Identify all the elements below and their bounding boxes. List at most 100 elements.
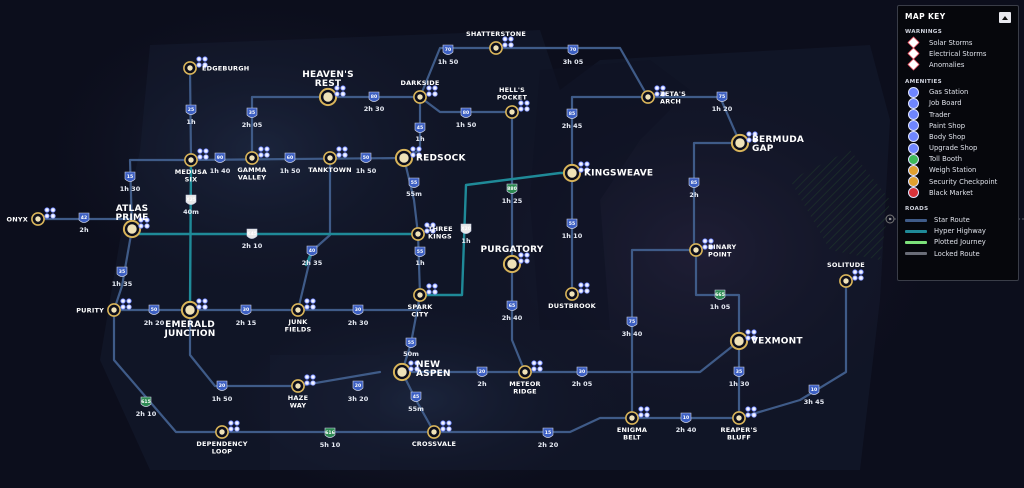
route-shield-number: 10	[811, 387, 817, 393]
location-kingsweave[interactable]: KINGSWEAVE	[562, 161, 653, 183]
travel-time-label: 1h 50	[356, 167, 377, 175]
route-shield-45: 45	[410, 391, 422, 402]
route-shield-40: 40	[306, 245, 318, 256]
amenity-icon	[578, 161, 584, 167]
location-name: DUSTBROOK	[548, 302, 596, 310]
offscreen-marker-icon[interactable]	[885, 214, 895, 224]
travel-time-label: 1h 30	[120, 185, 141, 193]
amenity-icon	[304, 374, 310, 380]
trader-icon	[908, 109, 919, 121]
route-shield-number: 80	[463, 110, 469, 116]
weigh-station-icon	[908, 164, 919, 176]
route-shield-number: X25	[186, 197, 196, 203]
amenity-icon	[858, 275, 864, 281]
amenity-icon	[654, 85, 660, 91]
location-dustbrook[interactable]: DUSTBROOK	[548, 282, 596, 310]
route-shield-number: 45	[413, 394, 419, 400]
location-onyx[interactable]: ONYX	[7, 207, 56, 226]
location-crossvale[interactable]: CROSSVALE	[412, 420, 456, 448]
route-shield-75: 75	[716, 91, 728, 102]
location-name: EDGEBURGH	[202, 65, 249, 73]
amenity-icon	[531, 360, 537, 366]
location-darkside[interactable]: DARKSIDE	[400, 79, 439, 104]
route-shield-number: 30	[579, 369, 585, 375]
amenity-icon	[408, 360, 414, 366]
map-key-title: MAP KEY	[905, 12, 946, 21]
travel-time-label: 2h 15	[236, 319, 257, 327]
travel-time-label: 1h 50	[438, 58, 459, 66]
location-purgatory[interactable]: PURGATORY	[480, 245, 544, 274]
amenity-icon	[537, 366, 543, 372]
key-row-black-market: Black Market	[905, 187, 1011, 199]
key-road-row: Star Route	[905, 214, 1011, 225]
route-shield-number: 35	[736, 369, 742, 375]
amenity-icon	[446, 426, 452, 432]
route-shield-number: 15	[127, 174, 133, 180]
amenity-icon	[584, 282, 590, 288]
location-shatterstone[interactable]: SHATTERSTONE	[466, 30, 526, 55]
amenity-icon	[852, 275, 858, 281]
road-swatch	[905, 240, 927, 244]
amenity-icon	[518, 100, 524, 106]
key-label: Electrical Storms	[929, 49, 987, 58]
amenity-icon	[752, 131, 758, 137]
security-checkpoint-icon	[908, 176, 919, 188]
key-road-row: Locked Route	[905, 248, 1011, 259]
key-row-body-shop: Body Shop	[905, 131, 1011, 143]
route-shield-number: 10	[683, 415, 689, 421]
location-purity[interactable]: PURITY	[76, 298, 132, 317]
route-shield-15: 15	[542, 427, 554, 438]
location-redsock[interactable]: REDSOCK	[394, 146, 467, 168]
amenity-icon	[708, 244, 714, 250]
road-swatch	[905, 229, 927, 233]
key-label: Toll Booth	[929, 155, 963, 164]
key-label: Anomalies	[929, 60, 965, 69]
key-row-electrical-storm: Electrical Storms	[905, 47, 1011, 61]
amenity-icon	[752, 137, 758, 143]
amenity-icon	[502, 36, 508, 42]
route-shield-number: K45	[247, 231, 257, 237]
collapse-key-button[interactable]	[999, 12, 1011, 23]
amenity-icon	[426, 289, 432, 295]
job-board-icon	[908, 97, 919, 109]
location-solitude[interactable]: SOLITUDE	[827, 261, 865, 288]
amenity-icon	[410, 146, 416, 152]
route-shield-85: 85	[566, 108, 578, 119]
amenity-icon	[858, 269, 864, 275]
location-edgeburgh[interactable]: EDGEBURGH	[183, 56, 250, 75]
route-shield-30: 30	[352, 304, 364, 315]
amenity-icon	[426, 91, 432, 97]
amenity-icon	[644, 406, 650, 412]
location-tanktown[interactable]: TANKTOWN	[308, 146, 352, 174]
amenity-icon	[745, 335, 751, 341]
amenity-icon	[310, 304, 316, 310]
location-name: SOLITUDE	[827, 261, 865, 269]
amenity-icon	[502, 42, 508, 48]
location-vexmont[interactable]: VEXMONT	[729, 329, 803, 351]
key-label: Gas Station	[929, 88, 969, 97]
